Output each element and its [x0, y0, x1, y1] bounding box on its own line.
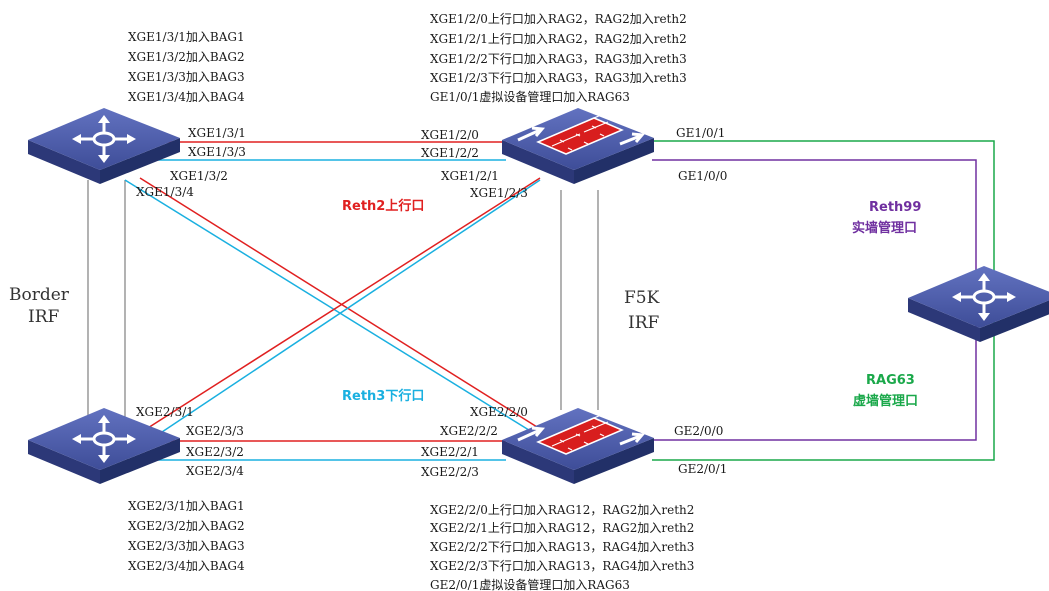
- note-fw-bottom: XGE2/2/0上行口加入RAG12，RAG2加入reth2 XGE2/2/1上…: [430, 503, 698, 591]
- port-label: XGE1/3/4: [136, 185, 194, 199]
- note-line: GE1/0/1虚拟设备管理口加入RAG63: [430, 89, 630, 104]
- port-label: XGE1/2/2: [421, 146, 479, 160]
- port-label: XGE2/3/4: [186, 464, 244, 478]
- link-xge233-xge123: [149, 179, 541, 441]
- note-line: XGE1/2/3下行口加入RAG3，RAG3加入reth3: [430, 71, 687, 85]
- note-line: XGE2/2/3下行口加入RAG13，RAG4加入reth3: [430, 559, 694, 573]
- port-label: GE2/0/0: [674, 424, 723, 438]
- link-xge134-xge222: [124, 179, 546, 441]
- note-line: XGE1/2/1上行口加入RAG2，RAG2加入reth2: [430, 32, 687, 46]
- border-irf-label: IRF: [28, 307, 60, 327]
- port-label: XGE1/3/1: [188, 126, 246, 140]
- port-label: XGE2/3/1: [136, 405, 194, 419]
- f5k-irf-label: IRF: [628, 313, 660, 333]
- port-label: GE2/0/1: [678, 462, 727, 476]
- switch-icon: [26, 106, 182, 186]
- note-line: XGE2/3/1加入BAG1: [128, 499, 245, 513]
- port-label: XGE2/2/0: [470, 405, 528, 419]
- note-line: XGE2/3/4加入BAG4: [128, 559, 245, 573]
- note-line: XGE1/3/2加入BAG2: [128, 50, 245, 64]
- port-label: XGE1/2/0: [421, 128, 479, 142]
- f5k-irf-label: F5K: [624, 288, 660, 308]
- link-xge132-xge220: [139, 177, 546, 433]
- switch-icon: [26, 406, 182, 486]
- reth3-label: Reth3下行口: [342, 388, 424, 404]
- port-label: XGE1/3/2: [170, 169, 228, 183]
- note-line: XGE1/3/1加入BAG1: [128, 30, 245, 44]
- port-label: XGE2/3/2: [186, 445, 244, 459]
- note-line: XGE2/2/2下行口加入RAG13，RAG4加入reth3: [430, 540, 694, 554]
- switch-icon: [906, 264, 1049, 344]
- note-line: XGE1/2/2下行口加入RAG3，RAG3加入reth3: [430, 52, 687, 66]
- note-line: XGE1/3/3加入BAG3: [128, 70, 245, 84]
- port-label: GE1/0/1: [676, 126, 725, 140]
- reth99-label: Reth99: [869, 200, 921, 215]
- reth2-label: Reth2上行口: [342, 198, 424, 214]
- border-irf-label: Border: [9, 285, 70, 305]
- note-line: GE2/0/1虚拟设备管理口加入RAG63: [430, 577, 630, 591]
- reth99-label: 实墙管理口: [852, 220, 917, 236]
- note-line: XGE2/3/3加入BAG3: [128, 539, 245, 553]
- port-label: XGE1/2/1: [441, 169, 499, 183]
- port-label: GE1/0/0: [678, 169, 727, 183]
- port-label: XGE2/3/3: [186, 424, 244, 438]
- port-label: XGE1/3/3: [188, 145, 246, 159]
- port-label: XGE1/2/3: [470, 186, 528, 200]
- note-fw-top: XGE1/2/0上行口加入RAG2，RAG2加入reth2 XGE1/2/1上行…: [430, 12, 691, 104]
- note-line: XGE2/2/0上行口加入RAG12，RAG2加入reth2: [430, 503, 694, 517]
- note-line: XGE2/3/2加入BAG2: [128, 519, 245, 533]
- port-label: XGE2/2/2: [440, 424, 498, 438]
- rag63-label: 虚墙管理口: [853, 393, 918, 409]
- note-line: XGE1/2/0上行口加入RAG2，RAG2加入reth2: [430, 12, 687, 26]
- note-line: XGE1/3/4加入BAG4: [128, 90, 245, 104]
- rag63-label: RAG63: [866, 373, 915, 388]
- note-border-top: XGE1/3/1加入BAG1 XGE1/3/2加入BAG2 XGE1/3/3加入…: [128, 30, 248, 104]
- note-border-bottom: XGE2/3/1加入BAG1 XGE2/3/2加入BAG2 XGE2/3/3加入…: [128, 499, 248, 573]
- firewall-icon: [500, 106, 656, 186]
- link-xge231-xge121: [139, 177, 541, 434]
- port-label: XGE2/2/3: [421, 465, 479, 479]
- port-label: XGE2/2/1: [421, 445, 479, 459]
- note-line: XGE2/2/1上行口加入RAG12，RAG2加入reth2: [430, 521, 694, 535]
